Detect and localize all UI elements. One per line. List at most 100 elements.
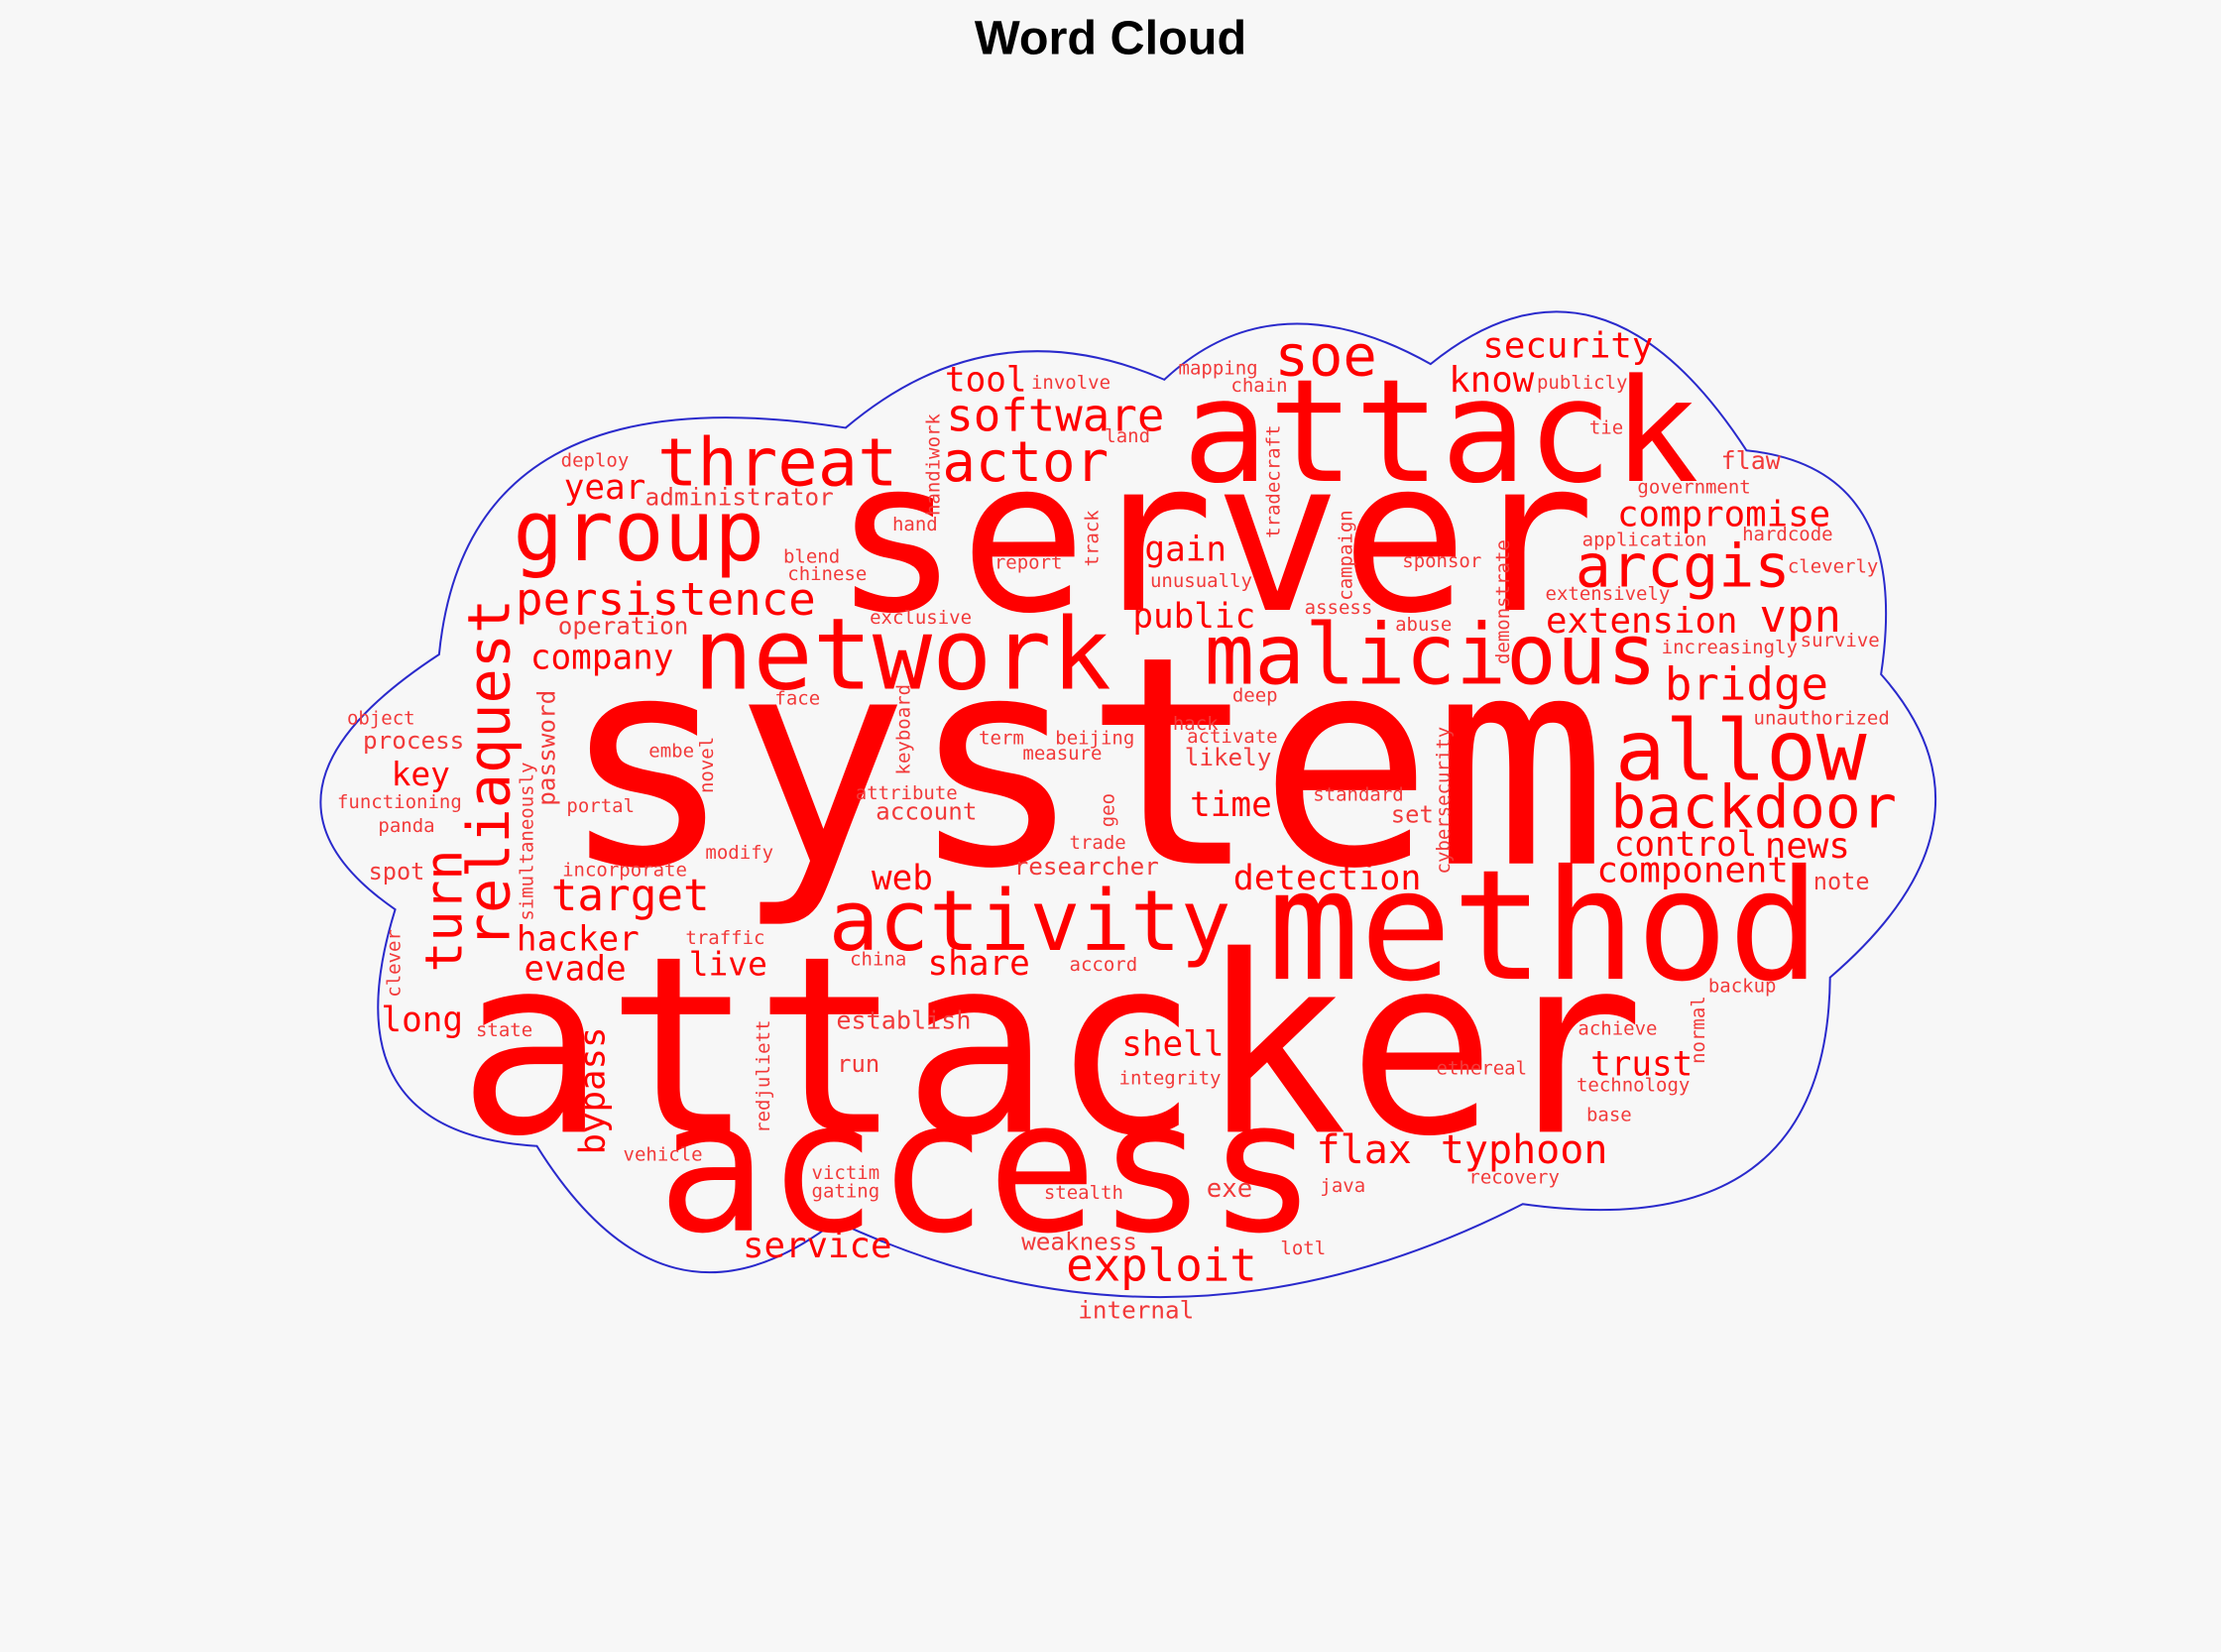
word-redjuliett: redjuliett xyxy=(754,1019,775,1133)
word-blend: blend xyxy=(782,546,841,569)
word-exe: exe xyxy=(1206,1174,1253,1205)
word-system: system xyxy=(558,595,1608,933)
word-deep: deep xyxy=(1231,685,1278,708)
word-hand: hand xyxy=(891,515,938,536)
word-activate: activate xyxy=(1187,727,1278,749)
word-likely: likely xyxy=(1184,744,1272,773)
word-time: time xyxy=(1190,784,1272,825)
word-actor: actor xyxy=(942,430,1110,496)
word-cleverly: cleverly xyxy=(1787,556,1879,579)
word-stealth: stealth xyxy=(1043,1183,1123,1205)
word-shell: shell xyxy=(1121,1023,1225,1064)
word-cybersecurity: cybersecurity xyxy=(1434,726,1456,875)
word-geo: geo xyxy=(1098,792,1120,828)
word-attack: attack xyxy=(1182,347,1699,516)
word-public: public xyxy=(1132,596,1256,637)
word-flaw: flaw xyxy=(1720,447,1781,477)
word-threat: threat xyxy=(657,423,898,503)
word-achieve: achieve xyxy=(1578,1018,1658,1041)
word-year: year xyxy=(563,467,646,508)
word-deploy: deploy xyxy=(560,450,630,473)
word-chinese: chinese xyxy=(787,564,868,586)
word-face: face xyxy=(774,688,821,711)
word-long: long xyxy=(381,1000,463,1040)
word-incorporate: incorporate xyxy=(562,860,687,883)
word-account: account xyxy=(876,797,978,827)
word-news: news xyxy=(1764,825,1850,867)
word-beijing: beijing xyxy=(1055,728,1135,751)
word-set: set xyxy=(1390,799,1434,829)
word-trade: trade xyxy=(1069,833,1126,855)
word-group: group xyxy=(513,482,765,580)
word-state: state xyxy=(475,1020,533,1042)
word-lotl: lotl xyxy=(1280,1239,1327,1260)
word-establish: establish xyxy=(836,1007,972,1036)
word-attribute: attribute xyxy=(855,783,958,805)
word-company: company xyxy=(529,637,674,677)
word-normal: normal xyxy=(1689,996,1710,1064)
word-exploit: exploit xyxy=(1066,1238,1257,1292)
word-involve: involve xyxy=(1030,373,1111,395)
word-service: service xyxy=(743,1224,892,1266)
word-unauthorized: unauthorized xyxy=(1753,708,1890,731)
chart-title: Word Cloud xyxy=(974,11,1247,65)
word-typhoon: typhoon xyxy=(1440,1125,1608,1173)
word-extensively: extensively xyxy=(1545,584,1671,606)
word-arcgis: arcgis xyxy=(1575,531,1791,601)
word-victim: victim xyxy=(811,1163,880,1185)
word-panda: panda xyxy=(378,816,435,838)
word-share: share xyxy=(927,943,1030,984)
word-backup: backup xyxy=(1707,976,1777,999)
word-unusually: unusually xyxy=(1149,571,1252,593)
word-malicious: malicious xyxy=(1204,605,1658,704)
word-tie: tie xyxy=(1588,417,1624,440)
word-vpn: vpn xyxy=(1759,589,1841,644)
word-compromise: compromise xyxy=(1617,493,1831,535)
word-server: server xyxy=(832,415,1595,661)
word-weakness: weakness xyxy=(1021,1229,1138,1257)
word-internal: internal xyxy=(1078,1296,1195,1326)
word-target: target xyxy=(550,870,710,922)
word-traffic: traffic xyxy=(685,928,765,950)
word-china: china xyxy=(850,949,907,972)
word-novel: novel xyxy=(697,736,719,794)
word-know: know xyxy=(1449,359,1535,401)
word-password: password xyxy=(532,689,562,806)
word-measure: measure xyxy=(1022,744,1103,766)
word-web: web xyxy=(872,858,933,898)
word-turn: turn xyxy=(415,849,475,973)
word-survive: survive xyxy=(1800,631,1880,652)
word-administrator: administrator xyxy=(644,483,834,513)
word-technology: technology xyxy=(1576,1075,1691,1098)
word-simultaneously: simultaneously xyxy=(517,762,539,921)
word-method: method xyxy=(1267,838,1820,1016)
word-land: land xyxy=(1105,426,1151,448)
word-extension: extension xyxy=(1545,599,1738,642)
word-allow: allow xyxy=(1614,701,1867,800)
word-portal: portal xyxy=(566,796,636,818)
word-process: process xyxy=(362,727,465,757)
word-backdoor: backdoor xyxy=(1610,771,1898,842)
word-tool: tool xyxy=(945,359,1027,400)
word-attacker: attacker xyxy=(457,903,1645,1192)
word-exclusive: exclusive xyxy=(870,608,973,630)
word-bypass: bypass xyxy=(571,1026,613,1155)
word-live: live xyxy=(688,946,767,985)
word-keyboard: keyboard xyxy=(893,683,916,775)
word-hack: hack xyxy=(1172,714,1219,736)
word-software: software xyxy=(946,388,1165,442)
word-report: report xyxy=(994,552,1063,575)
word-assess: assess xyxy=(1304,598,1373,620)
word-hacker: hacker xyxy=(516,919,640,960)
word-java: java xyxy=(1320,1176,1366,1198)
word-base: base xyxy=(1585,1105,1632,1127)
word-access: access xyxy=(656,1061,1318,1274)
word-component: component xyxy=(1596,849,1789,890)
cloud-shape xyxy=(319,310,1936,1299)
word-run: run xyxy=(837,1049,880,1078)
word-tradecraft: tradecraft xyxy=(1263,424,1286,538)
word-key: key xyxy=(391,757,450,794)
word-campaign: campaign xyxy=(1336,510,1358,601)
word-evade: evade xyxy=(524,949,627,990)
